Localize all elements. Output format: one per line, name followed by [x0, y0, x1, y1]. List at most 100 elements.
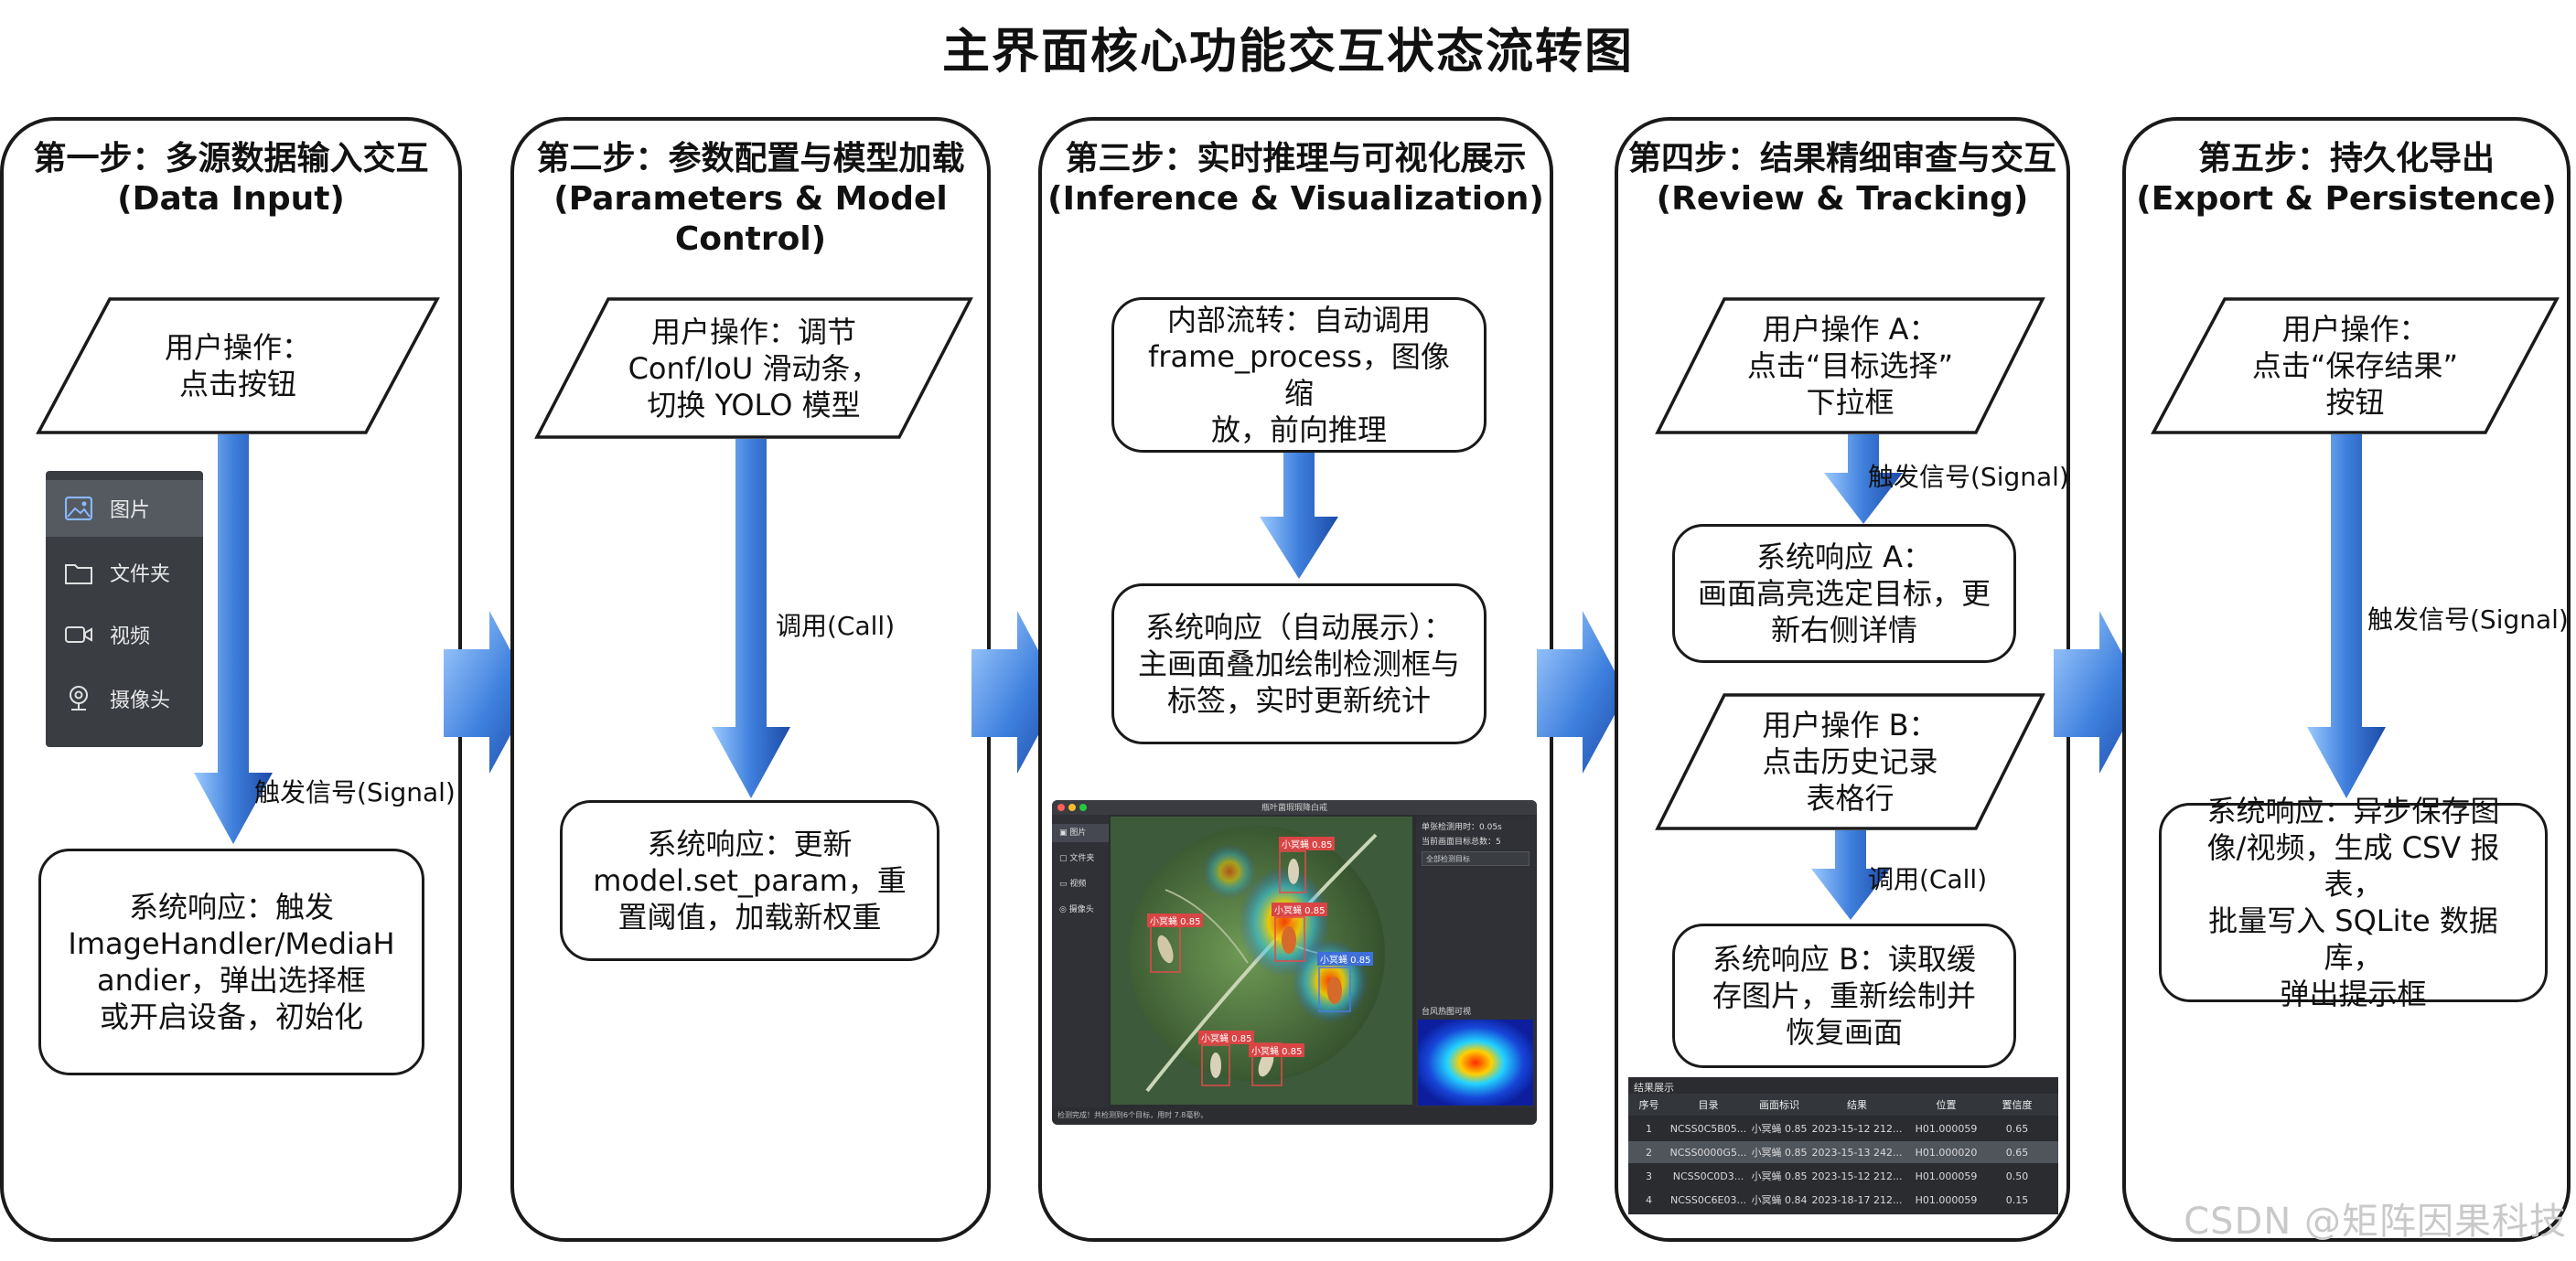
- app-sidebar-label: 摄像头: [1068, 905, 1094, 914]
- sidebar-item-folder[interactable]: 文件夹: [46, 544, 203, 601]
- step2-call-arrow: [712, 439, 790, 798]
- step1-heading: 第一步：多源数据输入交互 (Data Input): [4, 139, 458, 219]
- detection-app-screenshot: 瓶叶菌瑕瑕降白戒 ▣ 图片 ▢ 文件夹 ▭ 视频 ◎ 摄像头 小冥蝇 0.85 …: [1052, 800, 1537, 1125]
- step5-user-op-text: 用户操作： 点击“保存结果” 按钮: [2251, 312, 2459, 420]
- step5-response-box: 系统响应：异步保存图 像/视频，生成 CSV 报表， 批量写入 SQLite 数…: [2159, 794, 2548, 1011]
- table-cell: 小冥蝇 0.85: [1751, 1170, 1808, 1182]
- detection-label: 小冥蝇 0.85: [1279, 837, 1336, 850]
- app-sidebar-label: 视频: [1069, 880, 1087, 889]
- step4-call-arrow: [1811, 830, 1890, 920]
- step5-heading-en: (Export & Persistence): [2136, 180, 2557, 218]
- step4-response-b-box: 系统响应 B：读取缓 存图片，重新绘制并 恢复画面: [1672, 924, 2016, 1068]
- table-row-selected[interactable]: 2 NCSS0000G5... 小冥蝇 0.85 2023-15-13 242.…: [1628, 1141, 2058, 1163]
- table-header-cell: 结果: [1847, 1099, 1867, 1111]
- step-transition-arrow-4: [2054, 611, 2143, 774]
- camera-pin-icon: [64, 684, 93, 713]
- app-sidebar-item-image[interactable]: ▣ 图片: [1052, 824, 1109, 842]
- table-row[interactable]: 3 NCSS0C0D3... 小冥蝇 0.85 2023-15-12 212..…: [1628, 1165, 2058, 1187]
- table-header-cell: 置信度: [2002, 1099, 2033, 1111]
- sidebar-item-image[interactable]: 图片: [46, 480, 203, 537]
- step5-signal-arrow: [2307, 434, 2386, 798]
- table-cell: H01.000059: [1915, 1193, 1978, 1206]
- close-dot-icon[interactable]: [1057, 804, 1065, 811]
- step2-user-op-text: 用户操作：调节 Conf/IoU 滑动条， 切换 YOLO 模型: [628, 314, 880, 422]
- table-cell: 小冥蝇 0.85: [1751, 1123, 1808, 1135]
- step5-heading: 第五步：持久化导出 (Export & Persistence): [2126, 139, 2567, 219]
- table-cell: 0.65: [2005, 1122, 2029, 1135]
- table-header-cell: 目录: [1698, 1099, 1719, 1111]
- step4-response-a-box: 系统响应 A： 画面高亮选定目标，更 新右侧详情: [1672, 524, 2016, 663]
- step1-heading-en: (Data Input): [117, 180, 345, 218]
- table-cell: 0.50: [2005, 1170, 2029, 1182]
- sidebar-item-label: 图片: [110, 499, 151, 522]
- app-sidebar-item-video[interactable]: ▭ 视频: [1059, 880, 1087, 889]
- app-sidebar-item-camera[interactable]: ◎ 摄像头: [1059, 905, 1094, 914]
- folder-icon: [64, 558, 93, 587]
- heatmap-thumbnail: [1418, 1020, 1533, 1106]
- step4-user-b-text: 用户操作 B： 点击历史记录 表格行: [1762, 708, 1938, 816]
- table-cell: 0.65: [2005, 1146, 2029, 1159]
- sidebar-item-label: 视频: [110, 625, 151, 648]
- step4-user-b-parallelogram: 用户操作 B： 点击历史记录 表格行: [1655, 693, 2045, 830]
- step4-column: 第四步：结果精细审查与交互 (Review & Tracking): [1615, 117, 2070, 1242]
- sidebar-item-camera[interactable]: 摄像头: [46, 670, 203, 727]
- step4-signal-label: 触发信号(Signal): [1868, 462, 2069, 492]
- step1-user-op-text: 用户操作： 点击按钮: [164, 330, 311, 401]
- table-cell: 小冥蝇 0.85: [1751, 1147, 1808, 1159]
- step3-heading-cn: 第三步：实时推理与可视化展示: [1065, 140, 1527, 177]
- step2-call-label: 调用(Call): [776, 611, 896, 641]
- table-cell: 4: [1646, 1193, 1652, 1206]
- step3-heading: 第三步：实时推理与可视化展示 (Inference & Visualizatio…: [1042, 139, 1550, 219]
- table-row[interactable]: 4 NCSS0C6E03... 小冥蝇 0.84 2023-18-17 212.…: [1628, 1189, 2058, 1211]
- step1-signal-arrow: [194, 434, 273, 844]
- table-cell: 2023-15-12 212...: [1811, 1122, 1903, 1135]
- step4-heading-cn: 第四步：结果精细审查与交互: [1627, 140, 2056, 177]
- step3-flow-arrow: [1260, 453, 1338, 579]
- results-table-title: 结果展示: [1634, 1082, 1674, 1094]
- step4-call-label: 调用(Call): [1868, 864, 1988, 894]
- dropdown-value: 全部检测目标: [1426, 855, 1470, 863]
- table-header-row: 序号 目录 画面标识 结果 位置 置信度: [1628, 1094, 2058, 1116]
- step-transition-arrow-3: [1537, 611, 1626, 774]
- watermark: CSDN @矩阵因果科技: [2184, 1201, 2567, 1243]
- table-cell: NCSS0C6E03...: [1670, 1193, 1746, 1206]
- maximize-dot-icon[interactable]: [1079, 804, 1087, 811]
- table-cell: 2023-15-12 212...: [1811, 1170, 1903, 1182]
- table-cell: 2023-18-17 212...: [1811, 1193, 1903, 1206]
- step5-heading-cn: 第五步：持久化导出: [2197, 140, 2495, 177]
- image-icon: [64, 494, 93, 523]
- step2-heading-en: (Parameters & Model Control): [553, 180, 948, 258]
- target-select-dropdown[interactable]: 全部检测目标: [1422, 851, 1530, 866]
- table-header-cell: 画面标识: [1759, 1099, 1799, 1111]
- table-cell: H01.000059: [1915, 1122, 1978, 1135]
- target-count-text: 当前画面目标总数：5: [1422, 838, 1501, 847]
- detect-time-text: 单张检测用时：0.05s: [1422, 823, 1502, 832]
- table-row[interactable]: 1 NCSS0C5B05... 小冥蝇 0.85 2023-15-12 212.…: [1628, 1117, 2058, 1139]
- step4-user-a-parallelogram: 用户操作 A： 点击“目标选择” 下拉框: [1655, 297, 2045, 434]
- table-cell: NCSS0000G5...: [1669, 1146, 1747, 1159]
- detection-label: 小冥蝇 0.85: [1147, 914, 1204, 927]
- step2-user-op-parallelogram: 用户操作：调节 Conf/IoU 滑动条， 切换 YOLO 模型: [534, 297, 973, 439]
- app-sidebar-label: 文件夹: [1069, 854, 1095, 863]
- table-cell: 小冥蝇 0.84: [1751, 1194, 1808, 1206]
- detection-label: 小冥蝇 0.85: [1249, 1043, 1305, 1057]
- table-cell: H01.000059: [1915, 1170, 1978, 1182]
- sidebar-item-video[interactable]: 视频: [46, 606, 203, 663]
- app-sidebar-label: 图片: [1069, 828, 1087, 838]
- minimize-dot-icon[interactable]: [1068, 804, 1076, 811]
- heatmap-label: 台风热图可视: [1422, 1008, 1472, 1017]
- app-sidebar-item-folder[interactable]: ▢ 文件夹: [1059, 854, 1095, 863]
- detection-label: 小冥蝇 0.85: [1272, 903, 1328, 916]
- step1-heading-cn: 第一步：多源数据输入交互: [33, 140, 429, 177]
- table-cell: 2: [1646, 1146, 1652, 1159]
- app-status-bar: 检测完成！共检测到6个目标，用时 7.8毫秒。: [1057, 1111, 1208, 1119]
- step2-heading: 第二步：参数配置与模型加载 (Parameters & Model Contro…: [514, 139, 987, 260]
- step5-user-op-parallelogram: 用户操作： 点击“保存结果” 按钮: [2151, 297, 2560, 434]
- step3-heading-en: (Inference & Visualization): [1047, 180, 1544, 218]
- step1-source-sidebar: 图片 文件夹 视频 摄像头: [46, 471, 203, 747]
- table-cell: 3: [1646, 1170, 1652, 1182]
- app-info-panel: 单张检测用时：0.05s 当前画面目标总数：5 全部检测目标 台风热图可视: [1416, 817, 1535, 1107]
- table-cell: NCSS0C0D3...: [1672, 1170, 1744, 1182]
- step4-user-a-text: 用户操作 A： 点击“目标选择” 下拉框: [1746, 312, 1954, 420]
- step4-signal-arrow: [1824, 434, 1903, 524]
